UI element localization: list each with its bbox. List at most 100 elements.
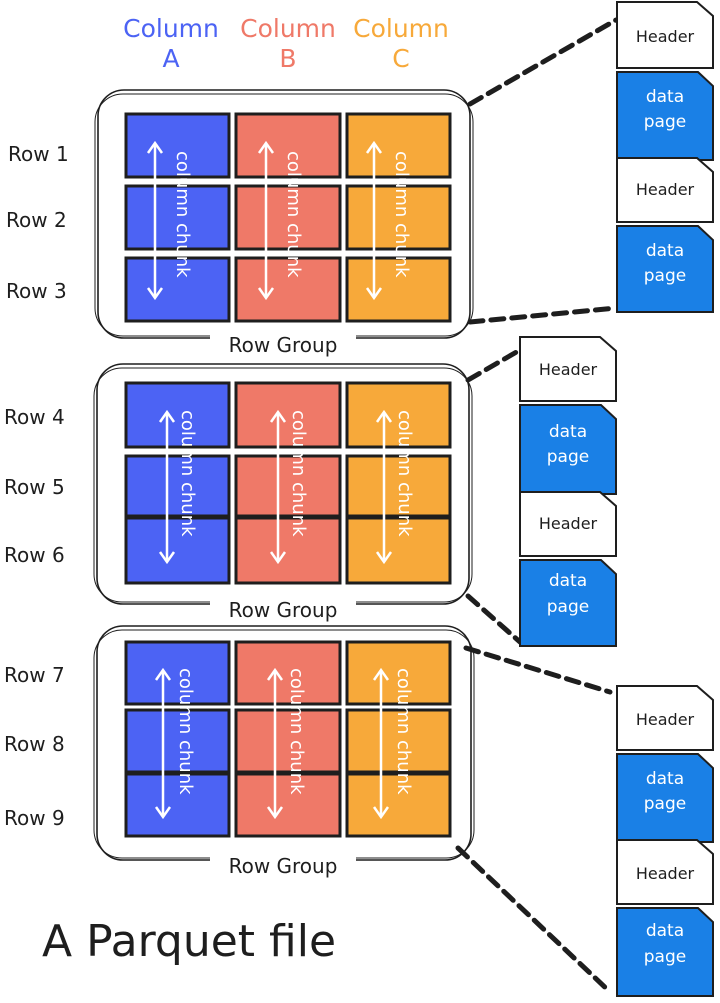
column-c-header-line1: Column bbox=[353, 14, 449, 43]
chunk-arrowhead bbox=[146, 287, 164, 301]
page-stack-1: Header data page Header data page bbox=[616, 1, 714, 313]
row-label: Row 6 bbox=[4, 543, 65, 567]
column-a-header: Column A bbox=[116, 14, 226, 74]
cell bbox=[124, 184, 231, 251]
page-header-box bbox=[616, 685, 714, 751]
column-chunk-label: column chunk bbox=[172, 151, 193, 278]
row-group-label: Row Group bbox=[229, 854, 338, 878]
connector-line bbox=[467, 305, 619, 325]
chunk-arrowhead bbox=[154, 806, 172, 820]
chunk-arrowhead bbox=[257, 287, 275, 301]
column-chunk-label: column chunk bbox=[393, 668, 414, 795]
data-page-label-line2: page bbox=[644, 266, 686, 286]
column-chunk-label: column chunk bbox=[283, 151, 304, 278]
column-b-header-line1: Column bbox=[240, 14, 336, 43]
column-chunk-a bbox=[124, 112, 231, 323]
cell bbox=[124, 454, 231, 518]
chunk-arrowhead bbox=[269, 409, 287, 423]
data-page-label-line1: data bbox=[646, 241, 684, 261]
column-chunk-c bbox=[345, 381, 452, 585]
row-group-label-bg bbox=[210, 333, 356, 355]
cell bbox=[234, 772, 342, 838]
row-group-label: Row Group bbox=[229, 598, 338, 622]
column-chunk-label: column chunk bbox=[175, 668, 196, 795]
data-page-label-line1: data bbox=[549, 422, 587, 442]
column-chunk-label: column chunk bbox=[177, 410, 198, 537]
data-page-label-line2: page bbox=[644, 112, 686, 132]
row-group-1: column chunk column chunk column chunk R… bbox=[94, 89, 474, 357]
column-a-header-line2: A bbox=[162, 44, 180, 73]
chunk-arrowhead bbox=[372, 667, 390, 681]
page-header-box bbox=[519, 491, 617, 557]
row-group-label-bg bbox=[210, 854, 356, 876]
data-page-label-line1: data bbox=[646, 921, 684, 941]
data-page-box bbox=[519, 404, 617, 495]
page-header-box bbox=[616, 839, 714, 905]
page-header-label: Header bbox=[636, 864, 695, 883]
diagram-title: A Parquet file bbox=[42, 916, 337, 967]
column-chunk-b bbox=[234, 381, 342, 585]
chunk-arrowhead bbox=[266, 806, 284, 820]
cell bbox=[234, 184, 342, 251]
cell bbox=[345, 454, 452, 518]
data-page-label-line2: page bbox=[547, 597, 589, 617]
row-label: Row 7 bbox=[4, 663, 65, 687]
cell bbox=[124, 708, 231, 774]
column-chunk-a bbox=[124, 640, 231, 838]
connector-line bbox=[465, 593, 523, 645]
column-chunk-c bbox=[345, 112, 452, 323]
row-label: Row 3 bbox=[6, 279, 67, 303]
chunk-arrowhead bbox=[375, 551, 393, 565]
column-chunk-label: column chunk bbox=[394, 410, 415, 537]
column-a-header-line1: Column bbox=[123, 14, 219, 43]
cell bbox=[124, 256, 231, 323]
page-header-box bbox=[519, 336, 617, 402]
page-header-label: Header bbox=[636, 710, 695, 729]
column-c-header-line2: C bbox=[392, 44, 410, 73]
chunk-arrowhead bbox=[372, 806, 390, 820]
cell bbox=[124, 381, 231, 449]
row-label: Row 2 bbox=[6, 208, 67, 232]
page-header-label: Header bbox=[539, 360, 598, 379]
row-label: Row 1 bbox=[8, 142, 69, 166]
chunk-arrowhead bbox=[146, 140, 164, 154]
page-stack-3: Header data page Header data page bbox=[616, 685, 714, 997]
row-group-3: column chunk column chunk column chunk R… bbox=[93, 625, 475, 878]
column-chunk-label: column chunk bbox=[286, 668, 307, 795]
cell bbox=[124, 112, 231, 179]
row-label: Row 5 bbox=[4, 475, 65, 499]
chunk-arrowhead bbox=[375, 409, 393, 423]
cell bbox=[234, 454, 342, 518]
cell bbox=[124, 516, 231, 585]
row-group-label-bg bbox=[210, 598, 356, 620]
row-label: Row 4 bbox=[4, 405, 65, 429]
data-page-label-line1: data bbox=[549, 571, 587, 591]
cell bbox=[345, 381, 452, 449]
cell bbox=[234, 516, 342, 585]
cell bbox=[345, 640, 452, 706]
cell bbox=[345, 516, 452, 585]
chunk-arrowhead bbox=[158, 409, 176, 423]
cell bbox=[345, 112, 452, 179]
data-page-box bbox=[616, 907, 714, 997]
chunk-arrowhead bbox=[257, 140, 275, 154]
row-group-2: column chunk column chunk column chunk R… bbox=[93, 363, 473, 622]
data-page-label-line1: data bbox=[646, 87, 684, 107]
chunk-arrowhead bbox=[269, 551, 287, 565]
data-page-label-line2: page bbox=[547, 447, 589, 467]
column-chunk-b bbox=[234, 112, 342, 323]
page-header-label: Header bbox=[539, 514, 598, 533]
column-chunk-a bbox=[124, 381, 231, 585]
page-header-box bbox=[616, 1, 714, 69]
cell bbox=[345, 184, 452, 251]
row-group-label: Row Group bbox=[229, 333, 338, 357]
cell bbox=[124, 640, 231, 706]
page-header-label: Header bbox=[636, 180, 695, 199]
data-page-box bbox=[616, 753, 714, 843]
row-label: Row 9 bbox=[4, 806, 65, 830]
cell bbox=[345, 772, 452, 838]
data-page-box bbox=[616, 225, 714, 313]
connector-line bbox=[455, 845, 613, 995]
